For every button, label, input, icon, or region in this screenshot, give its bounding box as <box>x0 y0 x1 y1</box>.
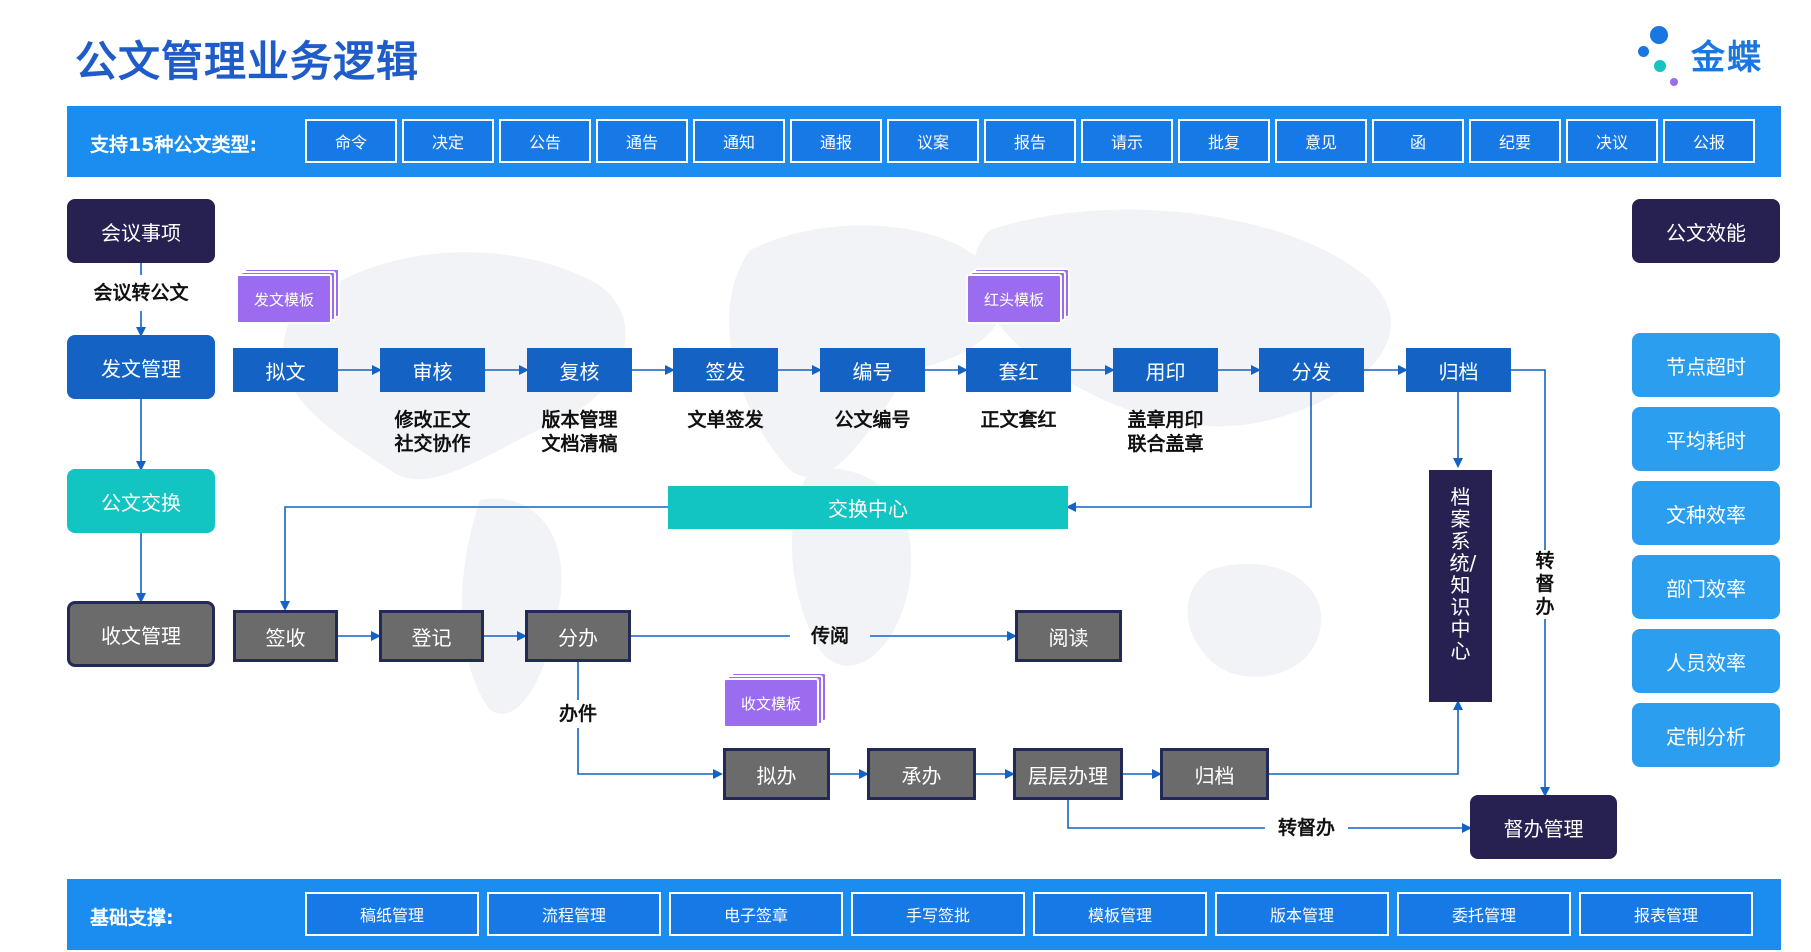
issue-note: 文单签发 <box>673 408 778 432</box>
send-mgmt-box[interactable]: 发文管理 <box>67 335 215 399</box>
step-redhead[interactable]: 套红 <box>966 348 1071 392</box>
doc-type-chip[interactable]: 批复 <box>1178 119 1270 163</box>
redhead-note: 正文套红 <box>966 408 1071 432</box>
handle-label: 办件 <box>558 703 597 725</box>
doc-type-chip[interactable]: 命令 <box>305 119 397 163</box>
doc-type-chip[interactable]: 通告 <box>596 119 688 163</box>
number-note: 公文编号 <box>820 408 925 432</box>
doc-type-chip[interactable]: 函 <box>1372 119 1464 163</box>
doc-type-chip[interactable]: 纪要 <box>1469 119 1561 163</box>
note-line: 社交协作 <box>394 433 471 455</box>
doc-type-chip[interactable]: 请示 <box>1081 119 1173 163</box>
step-recheck[interactable]: 复核 <box>527 348 632 392</box>
redhead-template-label: 红头模板 <box>966 274 1062 324</box>
send-template-label: 发文模板 <box>236 274 332 324</box>
brand-name: 金蝶 <box>1691 38 1763 78</box>
recheck-note: 版本管理 文档清稿 <box>527 408 632 456</box>
brand-logo <box>1630 22 1790 92</box>
note-line: 公文编号 <box>834 409 911 431</box>
exchange-center[interactable]: 交换中心 <box>668 486 1068 529</box>
doc-types-band: 支持15种公文类型: 命令 决定 公告 通告 通知 通报 议案 报告 请示 批复… <box>67 106 1781 177</box>
foundation-chip[interactable]: 电子签章 <box>669 892 843 936</box>
step-number[interactable]: 编号 <box>820 348 925 392</box>
step-review[interactable]: 审核 <box>380 348 485 392</box>
doc-type-chip[interactable]: 公报 <box>1663 119 1755 163</box>
doc-types-label: 支持15种公文类型: <box>90 134 258 156</box>
foundation-band: 基础支撑: 稿纸管理 流程管理 电子签章 手写签批 模板管理 版本管理 委托管理… <box>67 879 1781 950</box>
logo-dot-icon <box>1670 78 1678 86</box>
foundation-chip[interactable]: 报表管理 <box>1579 892 1753 936</box>
receive-template-label: 收文模板 <box>723 678 819 728</box>
step-multilevel[interactable]: 层层办理 <box>1013 748 1123 800</box>
note-line: 正文套红 <box>980 409 1057 431</box>
step-handle-archive[interactable]: 归档 <box>1160 748 1269 800</box>
page-title: 公文管理业务逻辑 <box>75 37 420 86</box>
receive-mgmt-box[interactable]: 收文管理 <box>67 601 215 667</box>
step-propose[interactable]: 拟办 <box>723 748 830 800</box>
receive-template-stack: 收文模板 <box>723 672 827 728</box>
send-template-stack: 发文模板 <box>236 268 340 324</box>
foundation-chip[interactable]: 流程管理 <box>487 892 661 936</box>
efficiency-header[interactable]: 公文效能 <box>1632 199 1780 263</box>
redhead-template-stack: 红头模板 <box>966 268 1070 324</box>
metric-node-timeout[interactable]: 节点超时 <box>1632 333 1780 397</box>
circulate-label: 传阅 <box>810 625 849 647</box>
step-issue[interactable]: 签发 <box>673 348 778 392</box>
foundation-chip[interactable]: 模板管理 <box>1033 892 1207 936</box>
metric-staff-efficiency[interactable]: 人员效率 <box>1632 629 1780 693</box>
foundation-chip[interactable]: 版本管理 <box>1215 892 1389 936</box>
note-line: 联合盖章 <box>1127 433 1204 455</box>
foundation-chip[interactable]: 委托管理 <box>1397 892 1571 936</box>
note-line: 盖章用印 <box>1127 409 1204 431</box>
step-assign[interactable]: 分办 <box>525 610 631 662</box>
logo-dot-icon <box>1654 60 1666 72</box>
doc-type-chip[interactable]: 公告 <box>499 119 591 163</box>
doc-type-chip[interactable]: 报告 <box>984 119 1076 163</box>
step-read[interactable]: 阅读 <box>1015 610 1122 662</box>
foundation-chip[interactable]: 手写签批 <box>851 892 1025 936</box>
step-seal[interactable]: 用印 <box>1113 348 1218 392</box>
doc-type-chip[interactable]: 决议 <box>1566 119 1658 163</box>
logo-dot-icon <box>1638 46 1649 57</box>
step-undertake[interactable]: 承办 <box>867 748 976 800</box>
foundation-label: 基础支撑: <box>90 907 174 929</box>
meeting-to-doc-label: 会议转公文 <box>93 282 189 304</box>
note-line: 修改正文 <box>394 409 471 431</box>
foundation-chip[interactable]: 稿纸管理 <box>305 892 479 936</box>
supervise-mgmt-box[interactable]: 督办管理 <box>1470 795 1617 859</box>
metric-custom-analysis[interactable]: 定制分析 <box>1632 703 1780 767</box>
meeting-box[interactable]: 会议事项 <box>67 199 215 263</box>
transfer-supervise-label: 转督办 <box>1277 817 1335 839</box>
transfer-supervise-text: 转督办 <box>1535 550 1555 618</box>
step-draft[interactable]: 拟文 <box>233 348 338 392</box>
note-line: 文档清稿 <box>541 433 618 455</box>
step-archive[interactable]: 归档 <box>1406 348 1511 392</box>
step-distribute[interactable]: 分发 <box>1259 348 1364 392</box>
seal-note: 盖章用印 联合盖章 <box>1113 408 1218 456</box>
exchange-box[interactable]: 公文交换 <box>67 469 215 533</box>
metric-doctype-efficiency[interactable]: 文种效率 <box>1632 481 1780 545</box>
review-note: 修改正文 社交协作 <box>380 408 485 456</box>
archive-system-box[interactable]: 档案系统/知识中心 <box>1429 470 1492 702</box>
note-line: 文单签发 <box>687 409 764 431</box>
transfer-supervise-vertical-label: 转督办 <box>1530 550 1560 619</box>
doc-type-chip[interactable]: 决定 <box>402 119 494 163</box>
step-sign-receive[interactable]: 签收 <box>233 610 338 662</box>
step-register[interactable]: 登记 <box>379 610 484 662</box>
doc-type-chip[interactable]: 通报 <box>790 119 882 163</box>
metric-dept-efficiency[interactable]: 部门效率 <box>1632 555 1780 619</box>
metric-avg-time[interactable]: 平均耗时 <box>1632 407 1780 471</box>
doc-type-chip[interactable]: 议案 <box>887 119 979 163</box>
logo-dot-icon <box>1650 26 1668 44</box>
doc-type-chip[interactable]: 意见 <box>1275 119 1367 163</box>
note-line: 版本管理 <box>541 409 618 431</box>
doc-type-chip[interactable]: 通知 <box>693 119 785 163</box>
archive-system-label: 档案系统/知识中心 <box>1449 485 1477 663</box>
